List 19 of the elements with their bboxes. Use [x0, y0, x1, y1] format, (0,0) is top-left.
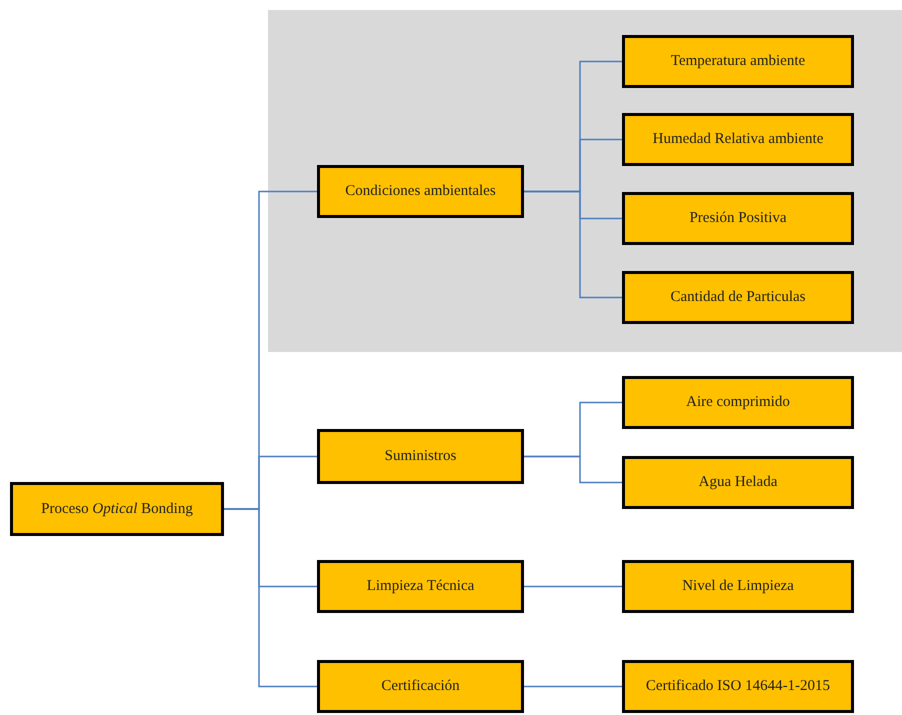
process-box: Presión Positiva: [622, 192, 854, 245]
connector-line: [523, 586, 622, 588]
connector-line: [224, 508, 317, 688]
connector-line: [524, 190, 622, 298]
process-box: Cantidad de Particulas: [622, 271, 854, 324]
process-box: Certificado ISO 14644-1-2015: [622, 660, 854, 713]
process-box: Agua Helada: [622, 456, 854, 509]
process-box: Humedad Relativa ambiente: [622, 113, 854, 166]
process-box: Proceso Optical Bonding: [10, 482, 224, 536]
connector-line: [524, 456, 622, 484]
process-box: Nivel de Limpieza: [622, 560, 854, 613]
process-box: Temperatura ambiente: [622, 35, 854, 88]
group-background: [268, 10, 902, 352]
process-box: Aire comprimido: [622, 376, 854, 429]
connector-line: [523, 686, 622, 688]
process-box: Limpieza Técnica: [317, 560, 524, 613]
process-box: Condiciones ambientales: [317, 165, 524, 218]
process-box: Certificación: [317, 660, 524, 713]
process-box: Suministros: [317, 429, 524, 484]
